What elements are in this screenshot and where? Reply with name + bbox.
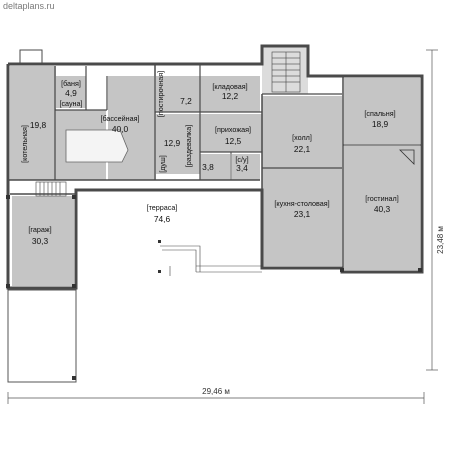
dimension-height: 23,48 м [436,226,445,254]
site-watermark: deltaplans.ru [3,1,55,11]
label-razdevalka: [раздевалка] [184,125,193,167]
area-su: 3,4 [236,163,248,173]
label-terrasa: [терраса] [147,203,178,212]
area-postirochnaya: 7,2 [180,96,192,106]
area-kuhnya: 23,1 [294,209,311,219]
label-garazh: [гараж] [28,225,51,234]
columns [6,195,422,380]
label-postirochnaya: [постирочная] [156,71,165,117]
label-banya: [баня] [61,79,81,88]
label-sauna: [сауна] [59,99,82,108]
label-kuhnya: [кухня-столовая] [274,199,329,208]
area-bassein: 40,0 [112,124,129,134]
label-dush: [душ] [158,155,167,173]
area-terrasa: 74,6 [154,214,171,224]
pool-basin [65,129,129,163]
stairs-hall [271,51,301,93]
stairs-garage [35,181,67,197]
area-kladovaya: 12,2 [222,91,239,101]
label-holl: [холл] [292,133,312,142]
fireplace-icon [399,149,415,165]
area-spalnya: 18,9 [372,119,389,129]
area-garazh: 30,3 [32,236,49,246]
walls [6,44,424,290]
room-labels: [котельная] 19,8 [баня] 4,9 [сауна] [бас… [20,71,399,246]
label-bassein: [бассейная] [100,114,139,123]
area-banya: 4,9 [65,88,77,98]
area-kotelnaya: 19,8 [30,120,47,130]
label-su: [с/у] [235,155,248,164]
area-prihozhaya: 12,5 [225,136,242,146]
label-kladovaya: [кладовая] [212,82,247,91]
label-gostinaya: [гостинал] [365,194,399,203]
label-prihozhaya: [прихожая] [215,125,251,134]
dimension-lines [7,49,438,404]
stairs-terrace [160,245,262,276]
room-fills [10,46,420,286]
area-holl: 22,1 [294,144,311,154]
label-spalnya: [спальня] [364,109,395,118]
label-kotelnaya: [котельная] [20,125,29,163]
dimension-width: 29,46 м [202,387,230,396]
area-razdevalka: 12,9 [164,138,181,148]
background-fills [7,190,264,383]
area-gostinaya: 40,3 [374,204,391,214]
area-dush: 3,8 [202,162,214,172]
